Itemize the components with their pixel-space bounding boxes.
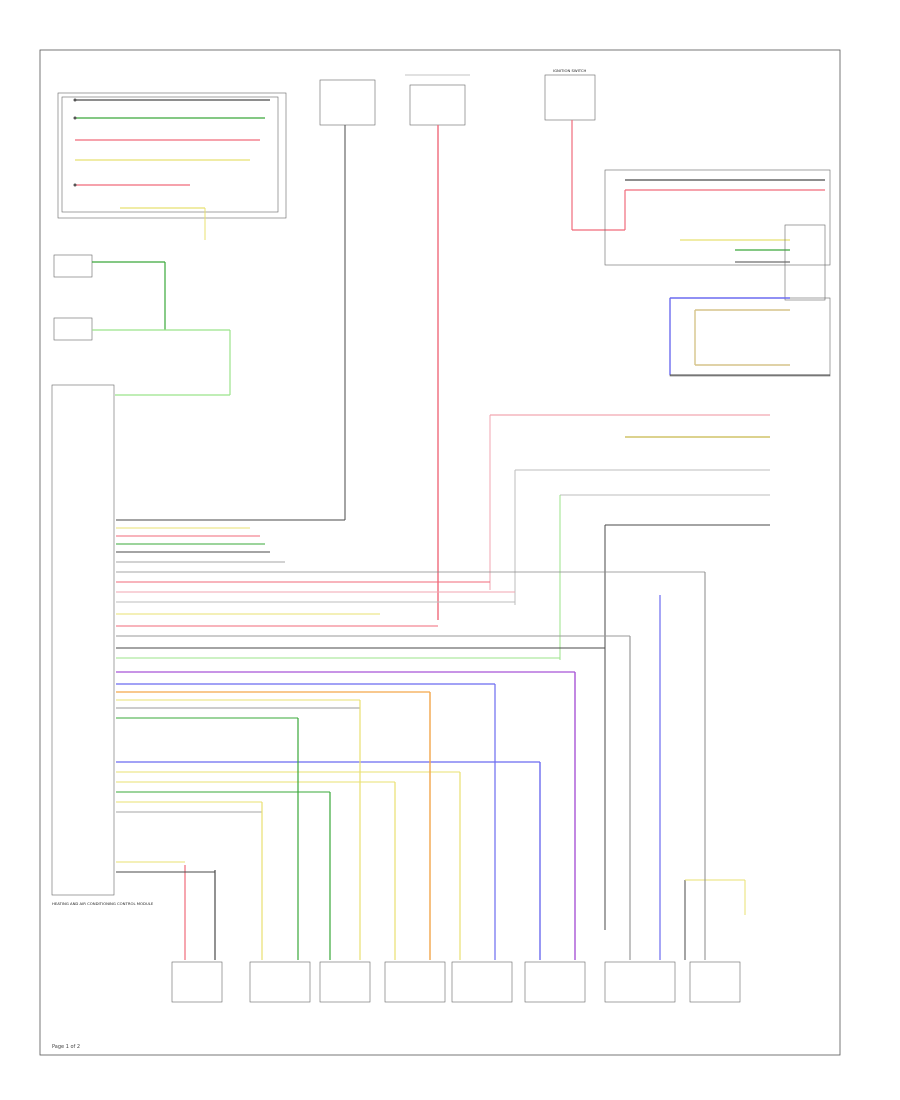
blower-relay-box bbox=[784, 224, 826, 301]
top-left-switch-inner bbox=[61, 96, 279, 213]
top-left-switch-block bbox=[57, 92, 287, 219]
control-module-box bbox=[51, 384, 115, 896]
harness-lines bbox=[116, 519, 705, 813]
fuse-box-right bbox=[604, 169, 831, 266]
top-center-box-1 bbox=[319, 79, 376, 126]
switch-rows bbox=[73, 98, 270, 240]
sensor-block-4 bbox=[384, 961, 446, 1003]
control-module-label: HEATING AND AIR CONDITIONING CONTROL MOD… bbox=[52, 901, 154, 906]
page-border bbox=[39, 49, 841, 1056]
sensor-block-3 bbox=[319, 961, 371, 1003]
sensor-block-7 bbox=[604, 961, 676, 1003]
sensor-block-2 bbox=[249, 961, 311, 1003]
ignition-switch-label: IGNITION SWITCH bbox=[553, 68, 587, 73]
bottom-sensors bbox=[171, 961, 741, 1003]
fuse-box-center bbox=[409, 84, 466, 126]
page-number: Page 1 of 2 bbox=[52, 1044, 80, 1050]
vertical-drops bbox=[116, 572, 746, 960]
sensor-box-2 bbox=[53, 317, 93, 341]
sensor-block-5 bbox=[451, 961, 513, 1003]
sensor-block-6 bbox=[524, 961, 586, 1003]
sensor-box-1 bbox=[53, 254, 93, 278]
ignition-switch-box bbox=[544, 74, 596, 121]
sensor-block-8 bbox=[689, 961, 741, 1003]
sensor-block-1 bbox=[171, 961, 223, 1003]
